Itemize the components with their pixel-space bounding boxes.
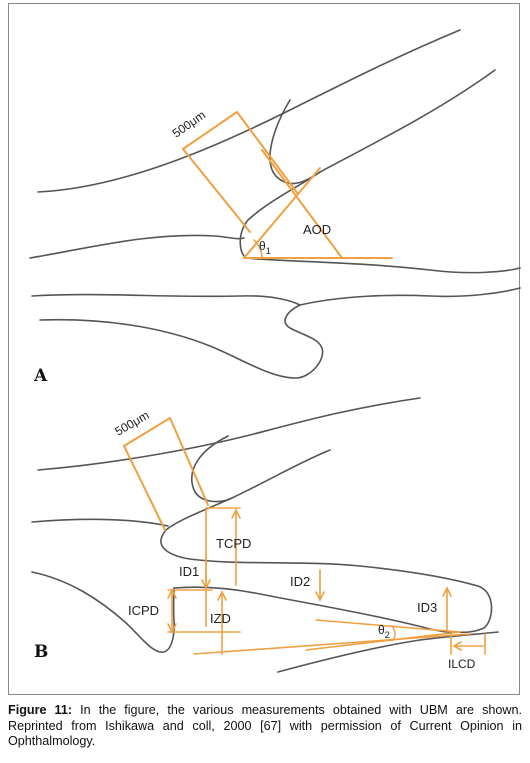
panel-b-id1-label: ID1 [179,564,199,579]
panel-a-aod-line [261,149,343,259]
panel-b: 500μm TCPD ID1 ID2 ID3 ICPD IZD θ2 ILCD … [31,397,499,673]
panel-b-id1-arrowhead [201,579,211,590]
panel-b-izd-arrowhead [217,590,227,601]
panel-a-ciliary-body [31,293,324,379]
panel-b-sclera-outer [37,397,421,471]
panel-b-ilcd-label: ILCD [448,657,476,671]
panel-b-tcpd-arrowhead [231,508,241,519]
figure-caption-text: In the figure, the various measurements … [8,703,522,748]
panel-b-tcpd-label: TCPD [216,536,251,551]
panel-b-scale-tick-right [169,417,209,506]
panel-a-angle-recess [239,171,521,274]
panel-a-lens [299,287,521,306]
ubm-diagram: 500μm AOD θ1 A [29,29,521,673]
panel-b-id3-arrowhead [442,586,452,597]
panel-b-lens [277,631,499,673]
panel-b-cornea-inner [191,435,331,503]
panel-a-scale-bar [182,111,238,150]
panel-b-scale-label: 500μm [113,408,152,439]
panel-b-theta-label: θ2 [378,623,390,640]
panel-b-theta-arm-upper [315,619,461,633]
panel-b-iris [173,586,449,633]
figure-caption: Figure 11: In the figure, the various me… [8,703,522,750]
panel-a-letter: A [33,366,48,386]
panel-b-theta-arm-lower [305,631,461,651]
panel-b-ciliary-body [31,571,175,653]
panel-a-theta-arc [253,239,263,259]
panel-b-ilcd-arrowhead [452,641,462,651]
panel-b-iris-root [31,518,169,527]
panel-a-theta-label: θ1 [259,239,271,256]
panel-b-icpd-label: ICPD [128,603,159,618]
panel-b-izd-label: IZD [210,611,231,626]
figure-caption-label: Figure 11: [8,703,73,717]
panel-b-id3-label: ID3 [417,600,437,615]
panel-a-iris-root [29,234,245,259]
panel-b-base-line [193,633,471,655]
panel-b-scale-bar [123,417,171,447]
panel-b-theta-arc [391,625,396,642]
panel-b-scale-tick-left [123,445,166,531]
panel-a-scale-tick-left [182,148,251,233]
figure-frame [8,3,520,695]
panel-b-id2-arrowhead [315,591,325,602]
panel-a-cornea-inner [269,69,496,185]
panel-b-icpd-arrowhead-top [167,588,177,599]
panel-a-scale-tick-right [236,111,299,195]
panel-b-id2-label: ID2 [290,574,310,589]
panel-a-sclera-outer [37,29,461,193]
panel-a-aod-label: AOD [303,222,331,237]
panel-a: 500μm AOD θ1 A [29,29,521,386]
panel-b-icpd-arrowhead-bottom [167,623,177,634]
panel-b-letter: B [34,642,48,662]
